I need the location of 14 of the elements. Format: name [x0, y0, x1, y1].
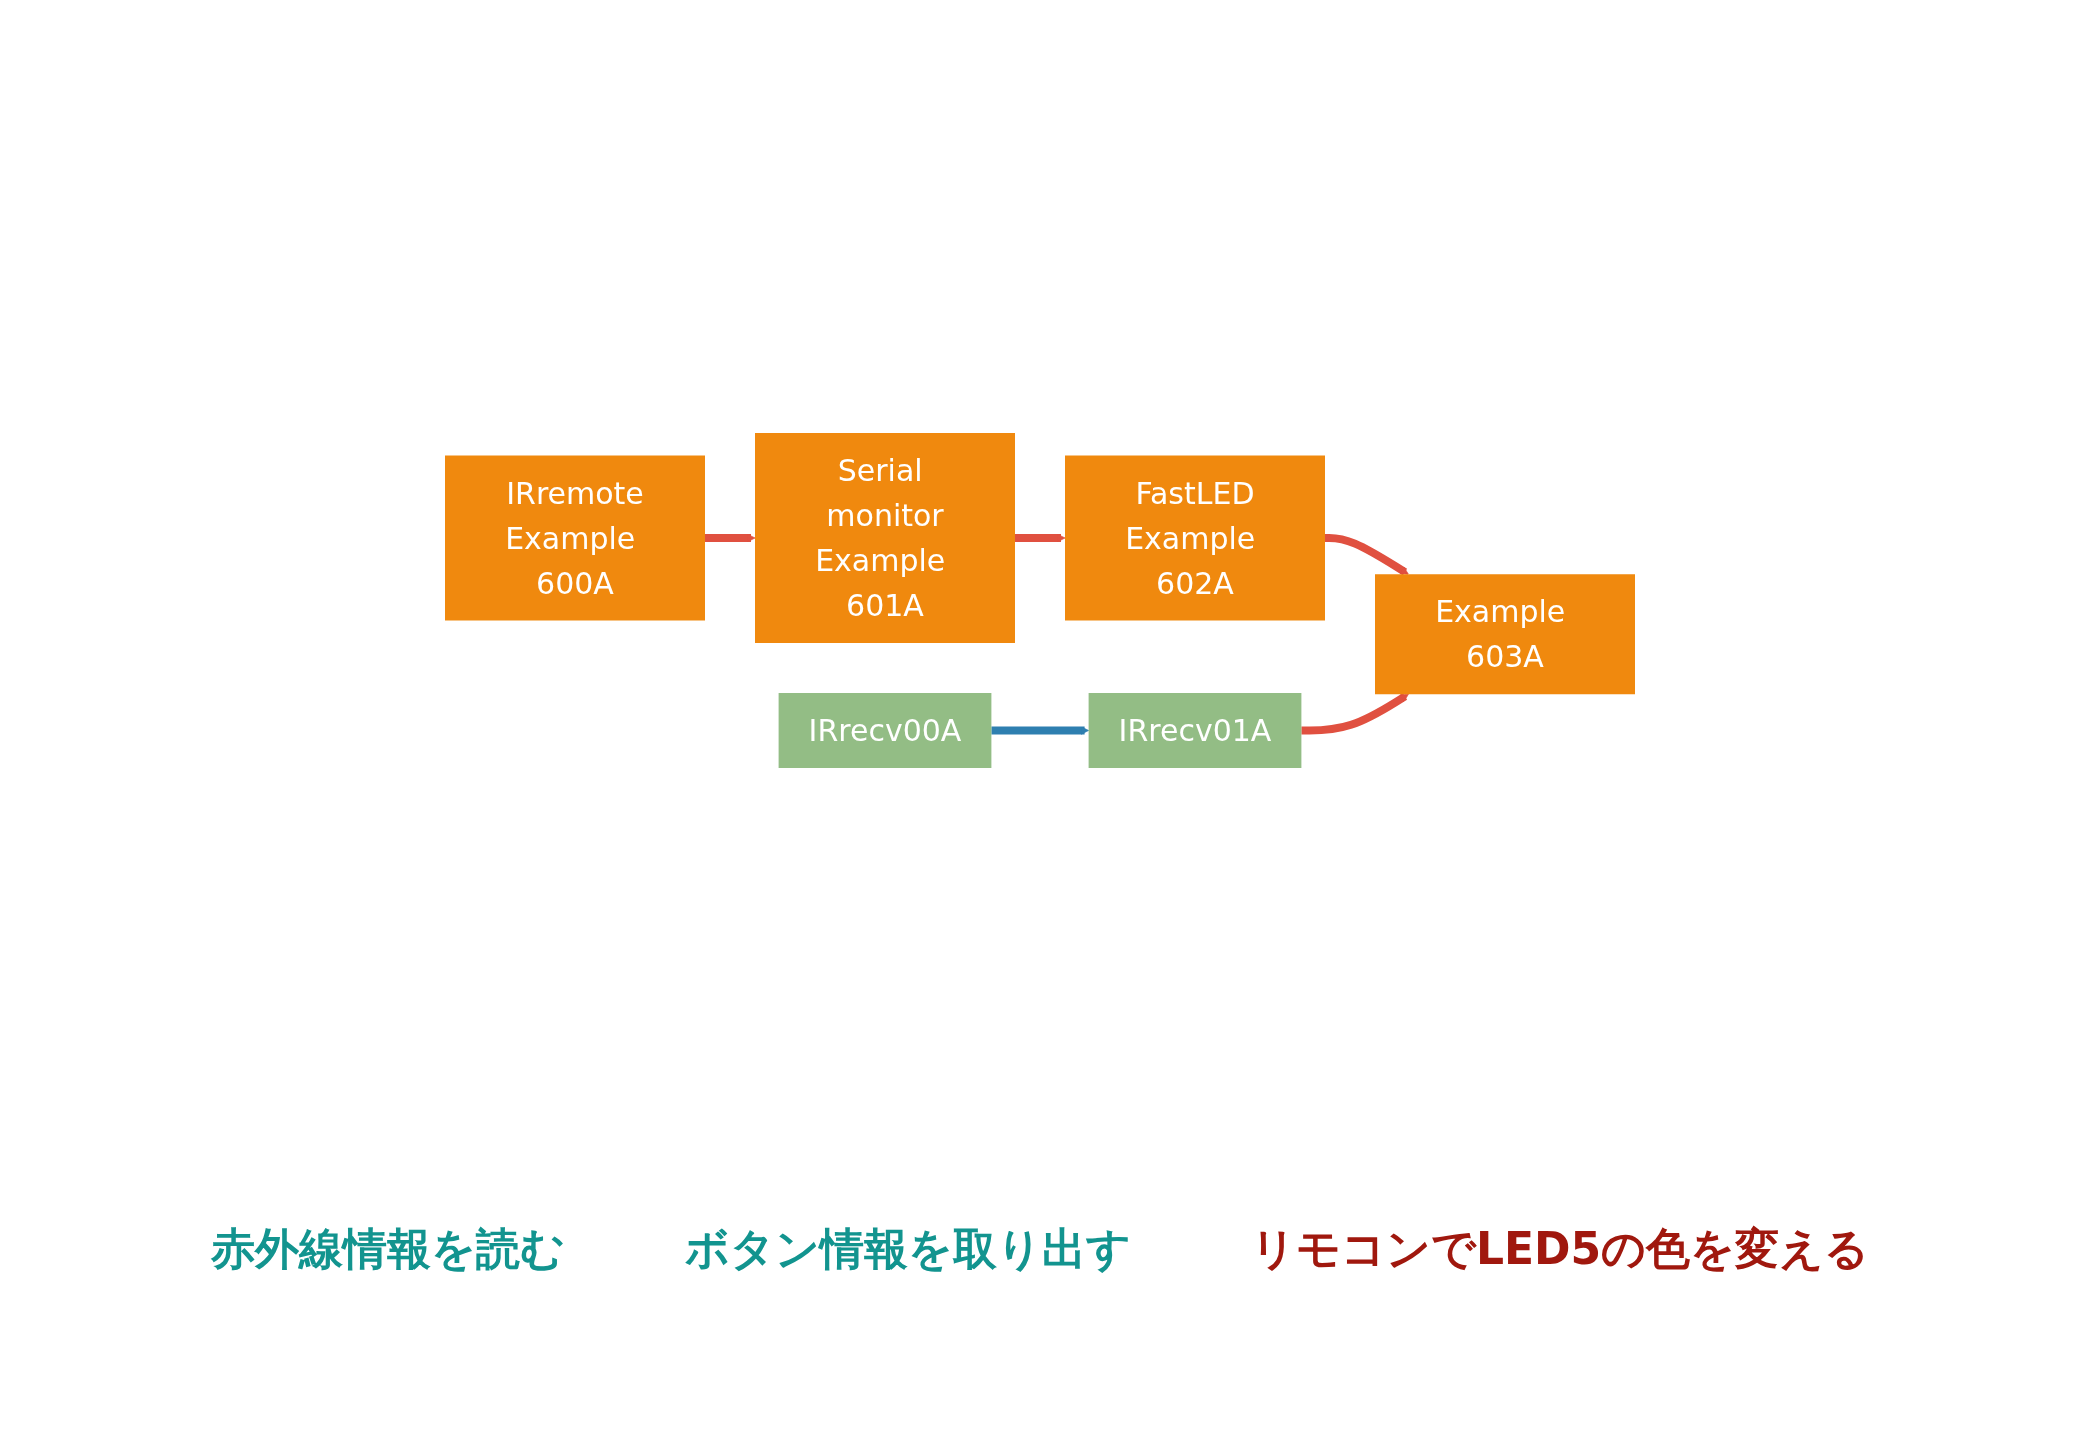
- arrow: [991, 725, 1089, 735]
- node-box: IRremote Example 600A: [445, 455, 705, 620]
- arrow: [1301, 692, 1409, 734]
- arrow: [1325, 533, 1409, 576]
- node-box: FastLED Example 602A: [1065, 455, 1325, 620]
- node-box: IRrecv01A: [1088, 692, 1302, 768]
- arrow: [705, 533, 756, 542]
- node-box: Serial monitor Example 601A: [755, 432, 1015, 643]
- note-text: 赤外線情報を読む: [210, 1222, 565, 1276]
- node-box: IRrecv00A: [778, 692, 992, 768]
- arrow: [1015, 533, 1066, 542]
- node-box: Example 603A: [1375, 573, 1635, 694]
- note-text: ボタン情報を取り出す: [684, 1222, 1131, 1276]
- note-text: リモコンでLED5の色を変える: [1250, 1222, 1870, 1276]
